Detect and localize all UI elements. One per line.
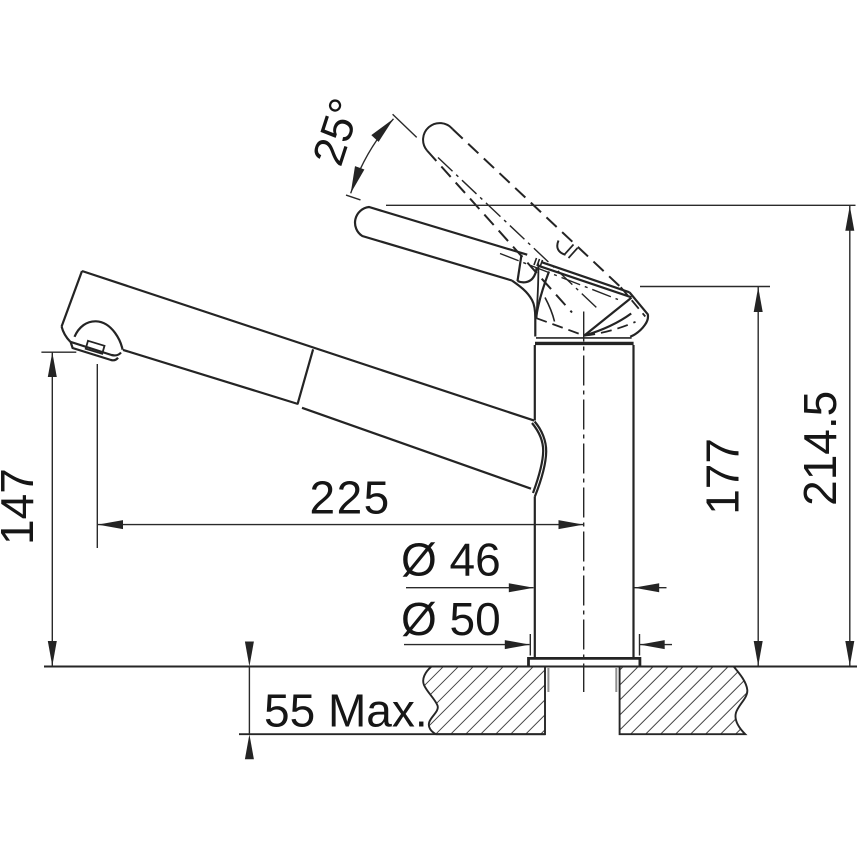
svg-text:225: 225 [310, 472, 391, 524]
svg-text:55 Max.: 55 Max. [264, 685, 428, 737]
svg-text:177: 177 [697, 438, 749, 515]
svg-text:Ø 46: Ø 46 [401, 534, 501, 586]
svg-text:Ø 50: Ø 50 [401, 593, 501, 645]
svg-text:214.5: 214.5 [794, 391, 846, 506]
svg-text:147: 147 [0, 468, 43, 545]
